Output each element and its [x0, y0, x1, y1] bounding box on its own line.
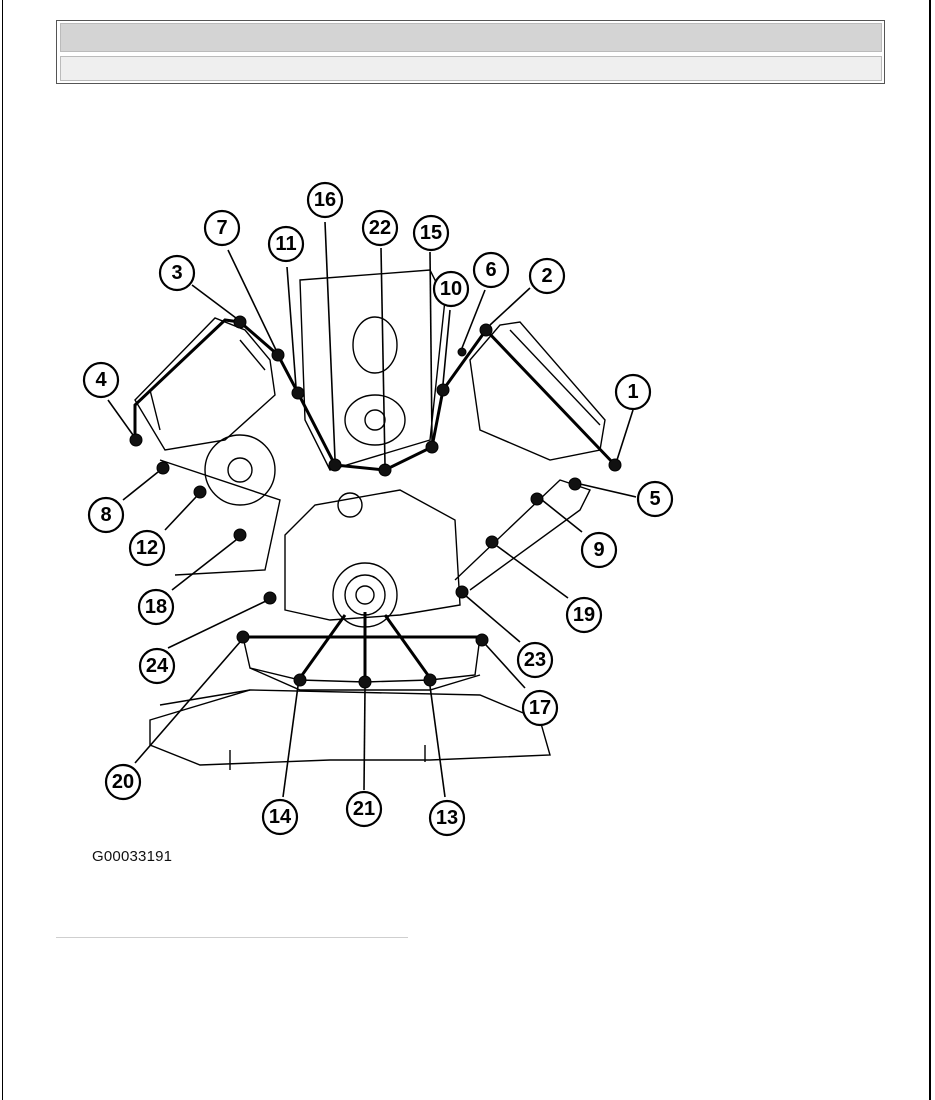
svg-text:5: 5 [649, 488, 660, 510]
callout-6: 6 [472, 251, 510, 289]
svg-text:6: 6 [485, 259, 496, 281]
svg-text:12: 12 [136, 537, 158, 559]
svg-text:14: 14 [269, 806, 292, 828]
section-divider [56, 937, 408, 938]
svg-text:13: 13 [436, 807, 458, 829]
callout-11: 11 [267, 225, 305, 263]
callout-13: 13 [428, 799, 466, 837]
callout-8: 8 [87, 496, 125, 534]
callout-9: 9 [580, 531, 618, 569]
svg-text:7: 7 [216, 217, 227, 239]
svg-text:10: 10 [440, 278, 462, 300]
svg-text:22: 22 [369, 217, 391, 239]
svg-text:18: 18 [145, 596, 167, 618]
figure-code: G00033191 [92, 848, 173, 865]
callout-18: 18 [137, 588, 175, 626]
svg-text:23: 23 [524, 649, 546, 671]
callout-10: 10 [432, 270, 470, 308]
callout-23: 23 [516, 641, 554, 679]
page-border-left [2, 0, 3, 1100]
svg-text:21: 21 [353, 798, 375, 820]
svg-text:15: 15 [420, 222, 442, 244]
callout-15: 15 [412, 214, 450, 252]
header-subtitle-bar [60, 56, 882, 81]
page-border-right [929, 0, 931, 1100]
callout-2: 2 [528, 257, 566, 295]
cover-gasket-lines [133, 318, 617, 682]
svg-text:9: 9 [593, 539, 604, 561]
callout-22: 22 [361, 209, 399, 247]
bolt-markers [129, 315, 622, 689]
callout-7: 7 [203, 209, 241, 247]
engine-bolt-sequence-diagram: 1 2 3 4 5 6 7 8 9 10 11 12 13 14 15 16 1… [82, 181, 674, 837]
callout-4: 4 [82, 361, 120, 399]
callout-19: 19 [565, 596, 603, 634]
callout-17: 17 [521, 689, 559, 727]
callout-21: 21 [345, 790, 383, 828]
svg-text:19: 19 [573, 604, 595, 626]
callout-1: 1 [614, 373, 652, 411]
svg-text:8: 8 [100, 504, 111, 526]
header-title-bar [60, 23, 882, 52]
callout-14: 14 [261, 798, 299, 836]
svg-text:16: 16 [314, 189, 336, 211]
svg-text:2: 2 [541, 265, 552, 287]
svg-text:3: 3 [171, 262, 182, 284]
svg-text:11: 11 [275, 233, 296, 255]
callout-24: 24 [138, 647, 176, 685]
engine-outline [134, 269, 606, 770]
callout-leaders [107, 221, 637, 798]
callout-5: 5 [636, 480, 674, 518]
callout-3: 3 [158, 254, 196, 292]
callout-20: 20 [104, 763, 142, 801]
callout-16: 16 [306, 181, 344, 219]
callout-12: 12 [128, 529, 166, 567]
svg-text:24: 24 [146, 655, 169, 677]
svg-text:1: 1 [627, 381, 638, 403]
svg-text:20: 20 [112, 771, 134, 793]
svg-text:4: 4 [95, 369, 107, 391]
svg-text:17: 17 [529, 697, 551, 719]
